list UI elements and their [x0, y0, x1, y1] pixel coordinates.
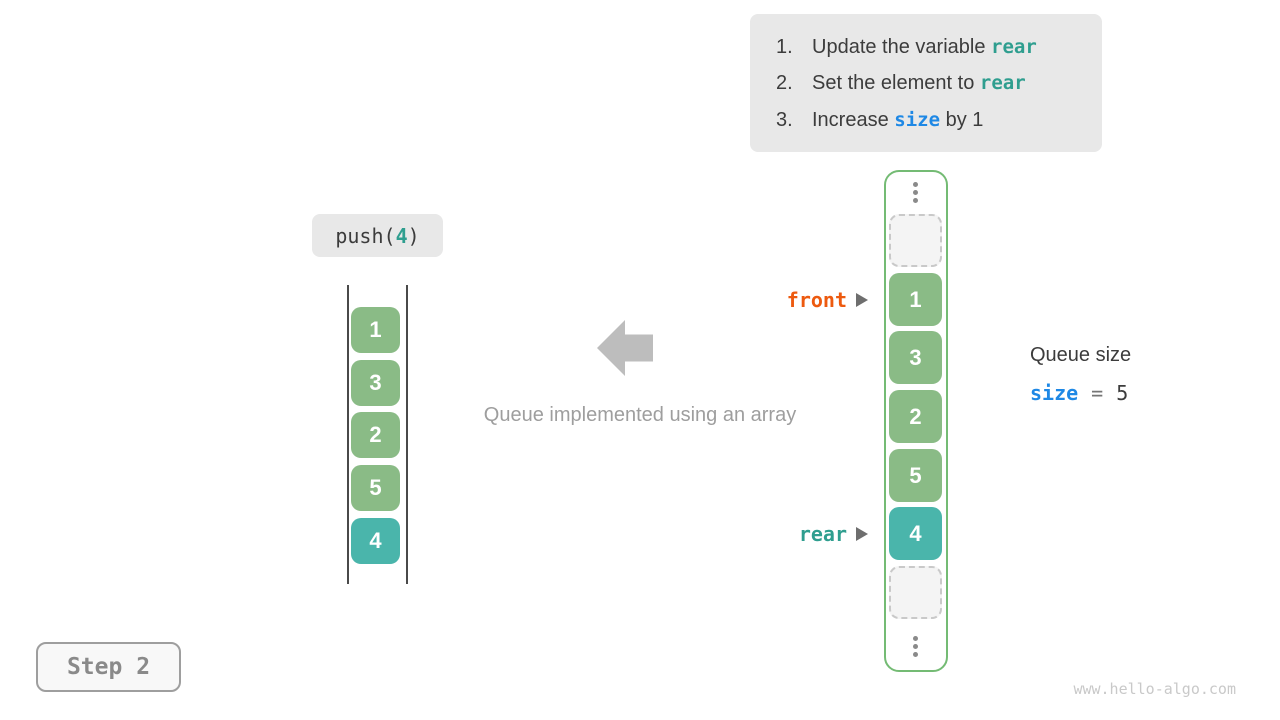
push-argument: 4	[395, 223, 408, 248]
code-token-rear: rear	[979, 72, 1026, 95]
instruction-number: 1.	[776, 35, 793, 58]
rear-pointer-label: rear	[798, 522, 847, 546]
step-badge: Step 2	[36, 642, 181, 692]
queue-slot-front: 1	[889, 273, 942, 326]
push-prefix: push(	[335, 223, 396, 248]
left-array-cell: 5	[351, 465, 400, 511]
queue-slot: 5	[889, 449, 942, 502]
instruction-box: 1. Update the variable rear 2. Set the e…	[750, 14, 1102, 152]
instruction-number: 2.	[776, 72, 793, 95]
left-arrow-icon	[597, 320, 653, 376]
instruction-item-1: 1. Update the variable rear	[776, 29, 1102, 66]
size-value: 5	[1116, 381, 1129, 405]
queue-slot-empty	[889, 566, 942, 619]
front-pointer: front	[756, 287, 868, 313]
queue-size-expression: size = 5	[1030, 381, 1128, 405]
front-pointer-label: front	[786, 288, 847, 312]
rear-pointer: rear	[756, 521, 868, 547]
queue-slot: 2	[889, 390, 942, 443]
left-array-cell-new: 4	[351, 518, 400, 564]
ellipsis-bottom-icon	[913, 636, 918, 660]
instruction-text: Increase size by 1	[812, 109, 983, 132]
equals-sign: =	[1091, 381, 1104, 405]
push-operation-label: push(4)	[312, 214, 443, 257]
instruction-pre: Set the element to	[812, 72, 980, 95]
watermark: www.hello-algo.com	[1073, 680, 1236, 698]
queue-slot-rear: 4	[889, 507, 942, 560]
queue-slot: 3	[889, 331, 942, 384]
left-array-cell: 3	[351, 360, 400, 406]
instruction-item-3: 3. Increase size by 1	[776, 102, 1102, 139]
right-arrowhead-icon	[856, 527, 868, 541]
instruction-pre: Increase	[812, 108, 895, 131]
instruction-item-2: 2. Set the element to rear	[776, 66, 1102, 103]
diagram-caption: Queue implemented using an array	[483, 404, 797, 426]
left-array-cell: 1	[351, 307, 400, 353]
code-token-size: size	[894, 108, 941, 131]
instruction-text: Set the element to rear	[812, 72, 1026, 95]
instruction-pre: Update the variable	[812, 35, 992, 58]
left-array-rail-right	[406, 285, 408, 584]
queue-slot-empty	[889, 214, 942, 267]
instruction-text: Update the variable rear	[812, 36, 1037, 59]
push-suffix: )	[407, 223, 420, 248]
instruction-number: 3.	[776, 108, 793, 131]
ellipsis-top-icon	[913, 182, 918, 206]
instruction-post: by 1	[940, 108, 984, 131]
left-array-rail-left	[347, 285, 349, 584]
right-arrowhead-icon	[856, 293, 868, 307]
size-variable: size	[1030, 381, 1079, 405]
queue-size-title: Queue size	[1030, 344, 1132, 366]
code-token-rear: rear	[991, 35, 1037, 58]
left-array-cell: 2	[351, 412, 400, 458]
